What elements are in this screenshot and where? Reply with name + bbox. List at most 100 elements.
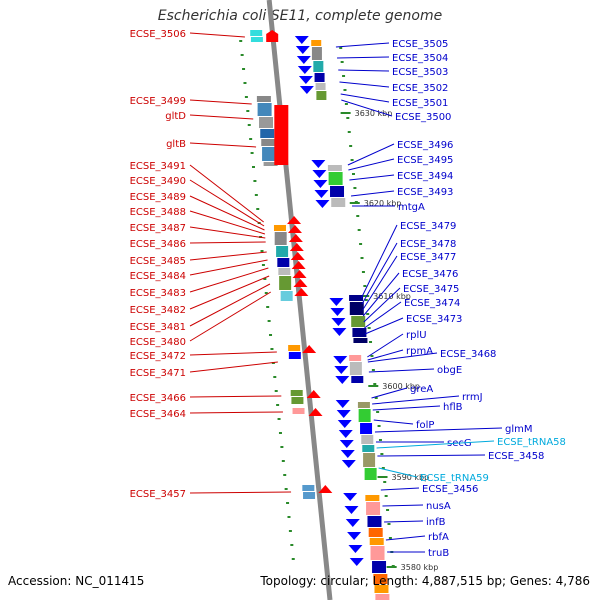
gene-label-left: ECSE_3457 xyxy=(130,489,186,500)
label-leader-line xyxy=(341,99,393,117)
gene-feature-block xyxy=(365,495,390,600)
label-leader-line xyxy=(335,42,390,48)
gene-label-left: gltD xyxy=(165,111,186,122)
scale-tick xyxy=(386,566,397,568)
guide-dot-left xyxy=(266,306,270,308)
gene-label-left: ECSE_3466 xyxy=(130,393,186,404)
label-leader-line xyxy=(385,535,426,541)
gene-segment xyxy=(303,492,316,499)
label-leader-line xyxy=(189,179,265,227)
reverse-gene-arrow xyxy=(298,76,313,84)
gene-feature-block xyxy=(357,402,377,480)
guide-dot-left xyxy=(240,54,244,56)
gene-label-right: rplU xyxy=(406,330,427,341)
label-leader-line xyxy=(189,275,270,310)
guide-dot-right xyxy=(378,439,382,441)
gene-label-right: ECSE_3504 xyxy=(392,53,448,64)
label-leader-line xyxy=(189,491,292,494)
gene-label-right: ECSE_3502 xyxy=(392,83,448,94)
guide-dot-left xyxy=(291,558,295,560)
gene-feature-block xyxy=(349,295,368,343)
gene-segment xyxy=(277,258,290,267)
guide-dot-right xyxy=(346,117,350,119)
reverse-gene-arrow xyxy=(333,356,348,364)
gene-segment xyxy=(364,468,377,480)
gene-segment xyxy=(351,376,364,383)
label-leader-line xyxy=(189,99,252,105)
gene-segment xyxy=(314,73,325,82)
gene-label-left: ECSE_3488 xyxy=(130,207,186,218)
gene-label-left: ECSE_3485 xyxy=(130,256,186,267)
forward-gene-body xyxy=(274,105,289,165)
gene-label-right: ECSE_3456 xyxy=(422,484,478,495)
gene-feature-block xyxy=(292,408,305,414)
gene-segment xyxy=(331,198,346,207)
accession-text: Accession: NC_011415 xyxy=(8,574,145,588)
guide-dot-left xyxy=(290,544,294,546)
gene-segment xyxy=(262,147,277,161)
label-leader-line xyxy=(350,190,395,197)
gene-label-right: truB xyxy=(428,548,449,559)
gene-label-left: ECSE_3472 xyxy=(130,351,186,362)
label-leader-line xyxy=(340,93,390,103)
label-leader-line xyxy=(367,352,438,363)
guide-dot-right xyxy=(369,341,373,343)
label-leader-line xyxy=(189,411,283,414)
label-leader-line xyxy=(362,272,400,317)
gene-feature-block xyxy=(311,40,327,100)
gene-label-right: ECSE_3474 xyxy=(404,298,460,309)
forward-gene-arrow xyxy=(306,390,321,398)
forward-gene-arrow xyxy=(288,234,303,242)
gene-label-left: ECSE_3506 xyxy=(130,29,186,40)
gene-label-right: mtgA xyxy=(398,202,425,213)
label-leader-line xyxy=(189,291,272,342)
label-leader-line xyxy=(363,287,401,323)
gene-segment xyxy=(352,328,367,337)
gene-segment xyxy=(311,47,322,60)
gene-segment xyxy=(367,516,382,527)
scale-tick xyxy=(340,112,351,114)
gene-segment xyxy=(357,402,370,408)
gene-segment xyxy=(288,345,301,351)
gene-label-left: ECSE_3480 xyxy=(130,337,186,348)
label-leader-line xyxy=(189,241,266,244)
label-leader-line xyxy=(380,487,420,491)
guide-dot-left xyxy=(270,348,274,350)
forward-gene-arrow xyxy=(287,225,302,233)
gene-label-left: ECSE_3489 xyxy=(130,192,186,203)
guide-dot-left xyxy=(242,68,246,70)
guide-dot-right xyxy=(381,467,385,469)
label-leader-line xyxy=(367,333,404,358)
reverse-gene-arrow xyxy=(332,328,347,336)
gene-segment xyxy=(263,162,278,166)
scale-label: 3630 kbp xyxy=(355,109,393,118)
gene-label-left: ECSE_3482 xyxy=(130,305,186,316)
gene-segment xyxy=(313,61,324,72)
guide-dot-left xyxy=(269,334,273,336)
guide-dot-right xyxy=(371,369,375,371)
gene-segment xyxy=(279,276,292,290)
guide-dot-left xyxy=(243,82,247,84)
forward-gene-arrow xyxy=(294,288,309,296)
guide-dot-right xyxy=(386,509,390,511)
label-leader-line xyxy=(367,349,404,361)
gene-label-right: ECSE_3458 xyxy=(488,451,544,462)
scale-label: 3610 kbp xyxy=(373,292,411,301)
guide-dot-left xyxy=(278,432,282,434)
forward-gene-arrow xyxy=(289,243,304,251)
label-leader-line xyxy=(189,251,267,261)
gene-label-left: ECSE_3483 xyxy=(130,288,186,299)
reverse-gene-arrow xyxy=(297,66,312,74)
scale-tick xyxy=(377,476,388,478)
label-leader-line xyxy=(337,56,390,59)
gene-label-left: ECSE_3491 xyxy=(130,161,186,172)
label-leader-line xyxy=(189,114,254,120)
label-leader-line xyxy=(189,32,245,38)
guide-dot-right xyxy=(339,47,343,49)
gene-segment xyxy=(373,574,388,584)
reverse-gene-arrow xyxy=(338,430,353,438)
scale-tick xyxy=(349,202,360,204)
reverse-gene-arrow xyxy=(349,558,364,566)
gene-label-left: ECSE_3481 xyxy=(130,322,186,333)
